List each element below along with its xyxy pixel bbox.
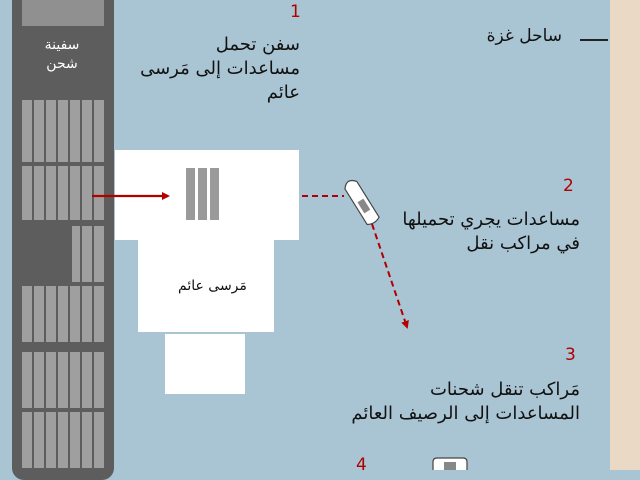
coast-label: ساحل غزة bbox=[486, 26, 562, 46]
transfer-boat-icon bbox=[344, 179, 380, 226]
step-3-number: 3 bbox=[565, 345, 576, 365]
flow-arrows bbox=[92, 179, 468, 470]
aid-pallet bbox=[210, 168, 219, 220]
ship-label: سفينة شحن bbox=[44, 37, 80, 72]
step-1-text: سفن تحمل مساعدات إلى مَرسى عائم bbox=[140, 34, 300, 103]
container-block-3 bbox=[22, 352, 104, 468]
aid-pallet bbox=[198, 168, 207, 220]
shore-leader-line bbox=[580, 39, 608, 41]
unloaded-deck-area bbox=[22, 226, 72, 284]
container-block-1 bbox=[22, 100, 104, 220]
step-1-number: 1 bbox=[290, 2, 301, 22]
ship-bow bbox=[22, 0, 104, 26]
pier-label: مَرسى عائم bbox=[178, 278, 247, 294]
step-3-text: مَراكب تنقل شحنات المساعدات إلى الرصيف ا… bbox=[351, 379, 580, 424]
aid-corridor-diagram: ساحل غزة سفينة شحن مَرسى عائم bbox=[12, 0, 640, 480]
landing-boat-icon bbox=[432, 457, 468, 470]
step-2-text: مساعدات يجري تحميلها في مراكب نقل bbox=[402, 209, 580, 254]
step-4-number: 4 bbox=[356, 455, 367, 475]
pier-platform-bottom bbox=[165, 334, 245, 394]
aid-pallet bbox=[186, 168, 195, 220]
gaza-shore bbox=[610, 0, 640, 470]
step-2-number: 2 bbox=[563, 176, 574, 196]
pier-platform-middle bbox=[138, 240, 274, 332]
transport-dashed-arrow bbox=[371, 223, 409, 329]
